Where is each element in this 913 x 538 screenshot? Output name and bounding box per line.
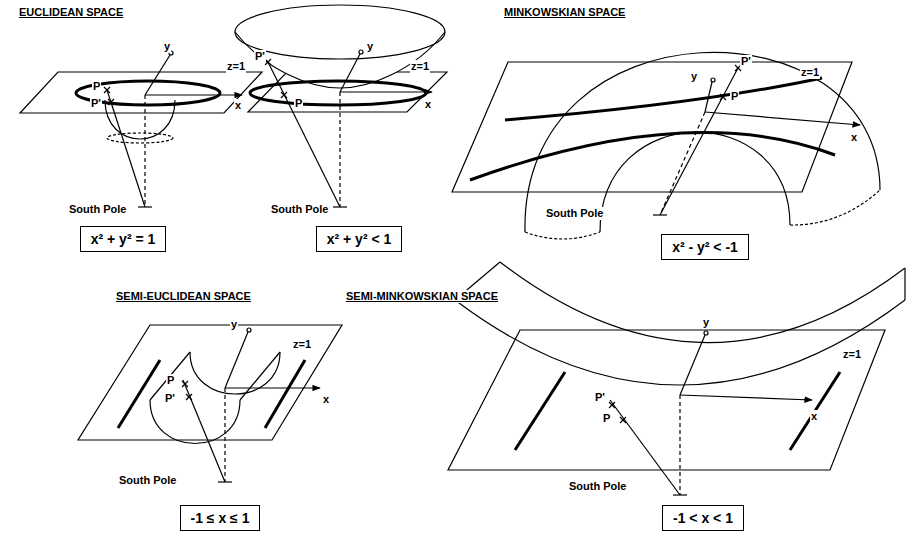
y-axis [705, 82, 712, 112]
figure-label: P [92, 80, 101, 93]
boundary-line [265, 360, 305, 428]
x-axis [225, 387, 320, 388]
point-mark [186, 394, 192, 400]
figure-label: South Pole [270, 203, 329, 216]
vertical-axis [339, 92, 340, 207]
plane [448, 330, 885, 470]
figure-label: x [424, 98, 432, 111]
boundary-line [118, 360, 160, 428]
figure-label: P' [164, 392, 176, 405]
hemisphere-rim [107, 133, 173, 143]
formula-box: -1 ≤ x ≤ 1 [180, 505, 261, 531]
hyperboloid-inner [600, 132, 790, 232]
figure-label: P' [254, 50, 266, 63]
formula-text: x² - y² < -1 [672, 239, 738, 255]
figure-label: P' [594, 391, 606, 404]
y-axis [225, 332, 248, 388]
boundary-line [515, 372, 565, 450]
figure-label: South Pole [568, 480, 627, 493]
vertical-axis [660, 112, 705, 215]
projection-line [183, 380, 225, 482]
figure-label: South Pole [118, 474, 177, 487]
figure-label: P [602, 412, 611, 425]
formula-text: -1 ≤ x ≤ 1 [191, 510, 250, 526]
panel-heading: SEMI-EUCLIDEAN SPACE [115, 290, 252, 303]
figure-label: P [294, 97, 303, 110]
figure-label: z=1 [842, 348, 862, 361]
figure-label: x [322, 393, 330, 406]
figure-label: z=1 [800, 66, 820, 79]
panel-heading: MINKOWSKIAN SPACE [503, 6, 626, 19]
vertical-axis [224, 388, 225, 482]
point-mark [620, 417, 626, 423]
figure-label: z=1 [410, 60, 430, 73]
formula-box: x² + y² < 1 [316, 226, 403, 252]
figure-label: P' [740, 55, 752, 68]
cylinder-edge [904, 268, 905, 300]
figure-label: South Pole [68, 203, 127, 216]
figure-label: y [366, 40, 374, 53]
point-mark [720, 94, 726, 100]
axis-end [704, 331, 708, 335]
point-mark [281, 92, 287, 98]
y-axis [680, 335, 705, 395]
point-mark [104, 87, 110, 93]
figure-label: x [810, 410, 818, 423]
formula-text: -1 < x < 1 [673, 510, 733, 526]
y-axis [145, 55, 170, 95]
y-axis [340, 54, 360, 92]
x-axis [680, 395, 812, 400]
figure-label: y [690, 70, 698, 83]
axis-end [247, 328, 251, 332]
sheet-rim [235, 5, 445, 59]
formula-box: x² - y² < -1 [661, 234, 749, 260]
cylinder-front [150, 400, 240, 444]
vertical-axis [679, 395, 680, 495]
hyperbola-branch [470, 133, 835, 180]
point-mark [182, 381, 188, 387]
point-mark [609, 402, 615, 408]
hyperbolic-cylinder-front [455, 300, 905, 385]
panel-heading: EUCLIDEAN SPACE [18, 6, 124, 19]
panel-heading: SEMI-MINKOWSKIAN SPACE [345, 290, 499, 303]
hyperboloid-rim [525, 232, 600, 239]
figure-label: South Pole [545, 207, 604, 220]
figure-label: x [234, 99, 242, 112]
axis-end [359, 50, 363, 54]
projection-line [660, 68, 738, 215]
axis-end [711, 78, 715, 82]
figure-label: P [166, 374, 175, 387]
projection-line [107, 90, 145, 207]
vertical-axis [144, 95, 145, 207]
cylinder-edge [240, 352, 280, 400]
x-axis [340, 91, 432, 92]
figure-label: P [730, 90, 739, 103]
figure-label: P' [90, 97, 102, 110]
formula-box: x² + y² = 1 [80, 226, 167, 252]
point-mark [108, 99, 114, 105]
hyperboloid-outer [525, 52, 880, 232]
disc-boundary [250, 81, 426, 105]
plane [20, 72, 262, 113]
hyperbola-branch [505, 78, 822, 120]
hyperboloid-rim [790, 190, 880, 225]
plane [452, 62, 852, 192]
formula-text: x² + y² < 1 [327, 231, 392, 247]
figure-label: y [163, 40, 171, 53]
figure-label: z=1 [226, 60, 246, 73]
hyperbolic-cylinder-back [500, 262, 905, 343]
plane [78, 325, 342, 440]
figure-label: y [702, 316, 710, 329]
figure-label: x [850, 131, 858, 144]
formula-text: x² + y² = 1 [91, 231, 156, 247]
x-axis [705, 112, 860, 125]
figure-label: y [230, 318, 238, 331]
projection-line [268, 62, 340, 207]
figure-label: z=1 [292, 338, 312, 351]
formula-box: -1 < x < 1 [662, 505, 744, 531]
x-axis [145, 94, 242, 95]
boundary-line [790, 372, 840, 450]
